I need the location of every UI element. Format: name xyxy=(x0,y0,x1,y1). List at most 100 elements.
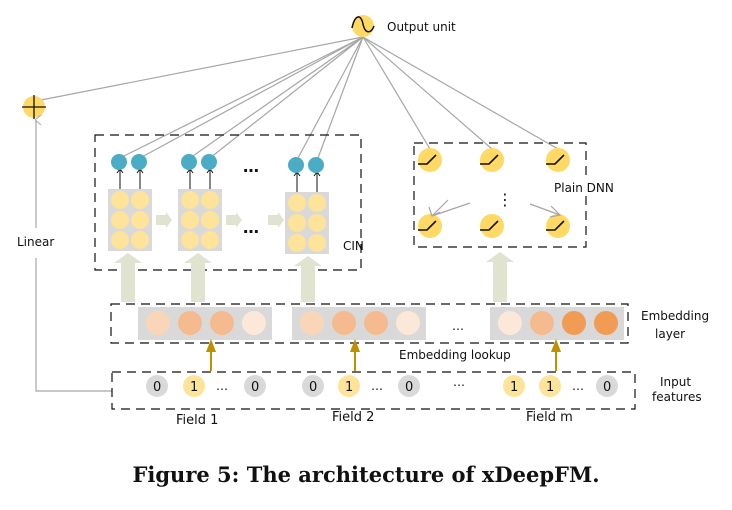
feature-value: 0 xyxy=(244,375,266,397)
relu-icon xyxy=(546,154,565,165)
hidden-unit xyxy=(131,211,149,229)
feature-value: 0 xyxy=(398,375,420,397)
cin-layers xyxy=(108,154,329,254)
hidden-unit xyxy=(181,211,199,229)
hidden-unit xyxy=(308,234,326,252)
embedding-unit xyxy=(242,311,266,335)
dnn-unit xyxy=(480,148,504,172)
embedding-unit xyxy=(396,311,420,335)
feature-circle xyxy=(503,375,525,397)
feature-circle xyxy=(244,375,266,397)
embedding-to-model-arrows xyxy=(114,252,514,302)
hidden-unit xyxy=(111,191,129,209)
hidden-unit xyxy=(288,214,306,232)
output-unit-label: Output unit xyxy=(387,20,456,34)
plus-icon xyxy=(22,95,46,119)
dnn-unit xyxy=(546,148,570,172)
feature-circle xyxy=(146,375,168,397)
feature-digit: 0 xyxy=(251,380,259,395)
feature-value: 0 xyxy=(146,375,168,397)
embedding-unit xyxy=(210,311,234,335)
embedding-unit xyxy=(594,311,618,335)
lookup-arrowhead xyxy=(350,339,360,352)
embedding-unit xyxy=(364,311,388,335)
field-label-2: Field 2 xyxy=(332,410,374,425)
hidden-unit xyxy=(288,194,306,212)
feature-digit: 1 xyxy=(546,380,554,395)
feature-digit: 1 xyxy=(510,380,518,395)
pooled-output-unit xyxy=(181,154,197,170)
relu-icon xyxy=(418,220,437,231)
feature-value: 0 xyxy=(596,375,618,397)
feature-circle xyxy=(338,375,360,397)
cin-label: CIN xyxy=(343,239,364,253)
dnn-label: Plain DNN xyxy=(554,181,614,195)
up-arrow xyxy=(486,252,514,302)
embedding-unit xyxy=(530,311,554,335)
up-arrow xyxy=(184,253,212,302)
linear-path xyxy=(36,120,112,392)
dnn-box xyxy=(413,142,587,248)
relu-icon xyxy=(546,220,565,231)
up-arrow xyxy=(114,253,142,302)
xdeepfm-diagram: Output unit Linear CIN … … Plain DNN ⋮ …… xyxy=(17,15,709,428)
hidden-unit xyxy=(201,211,219,229)
output-connections xyxy=(40,36,559,159)
cin-box xyxy=(94,134,362,271)
embedding-block-3 xyxy=(490,307,624,340)
dnn-inner-connections xyxy=(428,199,562,218)
pooled-output-unit xyxy=(308,157,324,173)
input-features-box xyxy=(111,371,636,410)
feature-value: 1 xyxy=(539,375,561,397)
dnn-label-bg xyxy=(551,178,617,196)
embedding-unit xyxy=(300,311,324,335)
dnn-unit xyxy=(418,148,442,172)
cin-flow-arrow xyxy=(268,212,284,228)
embedding-layer-label-1: Embedding xyxy=(641,309,709,323)
embedding-block-1 xyxy=(138,307,272,340)
embedding-ellipsis: … xyxy=(452,319,464,333)
dnn-vertical-ellipsis: ⋮ xyxy=(497,190,513,209)
feature-digit: 1 xyxy=(345,380,353,395)
dnn-units xyxy=(418,148,570,238)
embedding-unit xyxy=(332,311,356,335)
embedding-unit xyxy=(498,311,522,335)
figure-caption: Figure 5: The architecture of xDeepFM. xyxy=(132,462,600,487)
embedding-unit xyxy=(146,311,170,335)
dnn-unit xyxy=(480,214,504,238)
feature-digit: 0 xyxy=(603,380,611,395)
lookup-arrowhead xyxy=(206,339,216,352)
embedding-lookup-arrows xyxy=(206,339,561,371)
feature-ellipsis: … xyxy=(216,379,228,393)
feature-digit: 0 xyxy=(153,380,161,395)
up-arrow xyxy=(294,256,322,302)
pooled-output-unit xyxy=(111,154,127,170)
feature-circle xyxy=(398,375,420,397)
features-ellipsis: … xyxy=(453,375,465,389)
hidden-unit xyxy=(131,191,149,209)
feature-circle xyxy=(539,375,561,397)
embedding-block-2 xyxy=(292,307,426,340)
feature-value: 1 xyxy=(338,375,360,397)
pooled-output-unit xyxy=(131,154,147,170)
embedding-unit xyxy=(178,311,202,335)
cin-layer-3 xyxy=(285,157,329,254)
feature-circle xyxy=(596,375,618,397)
embedding-lookup-label: Embedding lookup xyxy=(399,348,511,362)
hidden-unit xyxy=(111,211,129,229)
cin-flow-arrow xyxy=(156,212,172,228)
field-label-m: Field m xyxy=(526,410,573,425)
cin-ellipsis-top: … xyxy=(243,157,259,176)
dnn-unit xyxy=(546,214,570,238)
hidden-unit xyxy=(308,214,326,232)
dnn-unit xyxy=(418,214,442,238)
relu-icon xyxy=(480,154,499,165)
hidden-unit xyxy=(308,194,326,212)
embedding-unit xyxy=(562,311,586,335)
input-features-label-1: Input xyxy=(660,375,691,389)
relu-icon xyxy=(418,154,437,165)
feature-value: 1 xyxy=(503,375,525,397)
hidden-unit xyxy=(111,231,129,249)
feature-digit: 1 xyxy=(190,380,198,395)
linear-label: Linear xyxy=(17,235,54,249)
